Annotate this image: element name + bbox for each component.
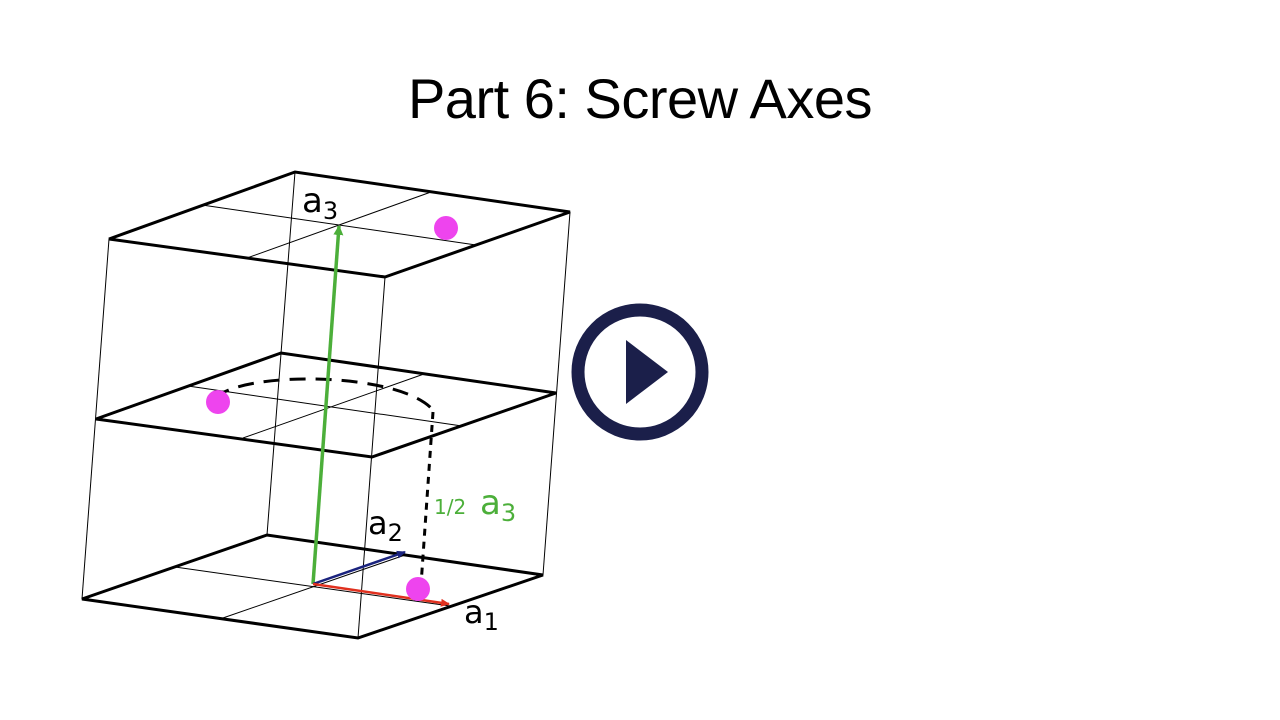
label-a2: a2: [368, 504, 403, 547]
label-a3-top: a3: [302, 181, 338, 225]
atom-top: [434, 216, 458, 240]
a3-arrow: [311, 225, 344, 585]
label-a1: a1: [464, 593, 499, 636]
atom-middle: [206, 390, 230, 414]
slide-title: Part 6: Screw Axes: [407, 67, 873, 130]
play-button[interactable]: [571, 303, 709, 441]
a2-arrow: [312, 550, 406, 586]
top-layer: [108, 170, 571, 279]
label-translation-vector: a3: [480, 483, 516, 527]
atom-bottom: [406, 577, 430, 601]
screw-path-vertical: [419, 411, 435, 586]
layer-outlines: [81, 170, 571, 640]
bottom-layer-grid: [174, 554, 451, 620]
label-translation-fraction: 1/2: [434, 495, 466, 519]
play-icon: [626, 340, 668, 404]
top-layer-grid: [201, 191, 477, 259]
middle-layer: [95, 351, 557, 459]
bottom-layer: [81, 533, 544, 640]
screw-path-arc: [213, 377, 435, 412]
a1-arrow: [312, 582, 450, 607]
